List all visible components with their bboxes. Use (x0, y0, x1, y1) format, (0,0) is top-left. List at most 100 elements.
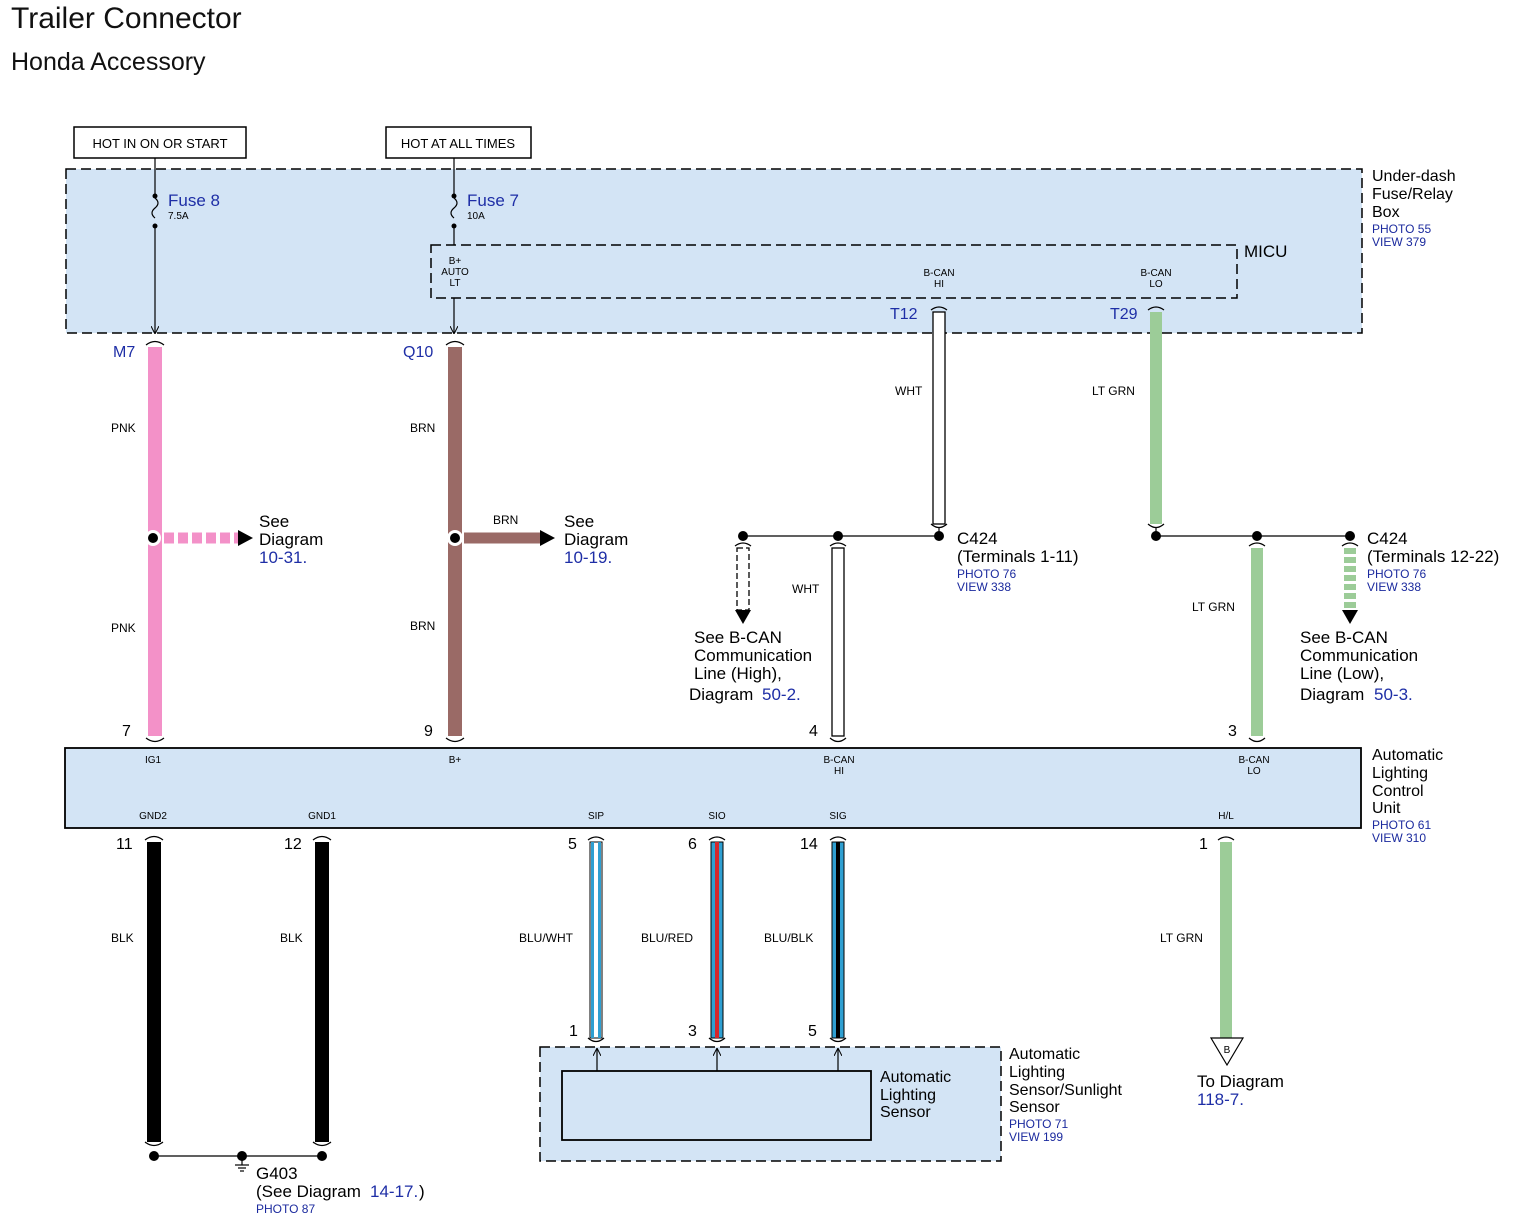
svg-text:PNK: PNK (111, 421, 136, 435)
svg-text:6: 6 (688, 836, 697, 853)
svg-text:Sensor: Sensor (880, 1104, 931, 1121)
wire-ltgrn-bcan-lo: LT GRN LT GRN (1092, 306, 1359, 743)
svg-text:Communication: Communication (694, 646, 812, 665)
svg-text:Sensor/Sunlight: Sensor/Sunlight (1009, 1082, 1123, 1099)
svg-text:PHOTO 76: PHOTO 76 (957, 567, 1016, 581)
svg-text:To Diagram: To Diagram (1197, 1072, 1284, 1091)
svg-text:Lighting: Lighting (1009, 1064, 1065, 1081)
wire-blk-gnd1: BLK (280, 835, 332, 1147)
svg-text:Control: Control (1372, 783, 1424, 800)
ref-bcan-high-50-2[interactable]: See B-CAN Communication Line (High), Dia… (689, 628, 812, 704)
terminal-q10: Q10 (403, 344, 433, 361)
svg-text:WHT: WHT (895, 384, 923, 398)
svg-text:PNK: PNK (111, 621, 136, 635)
svg-text:B+: B+ (449, 755, 462, 766)
svg-text:Diagram: Diagram (689, 685, 753, 704)
svg-text:4: 4 (809, 723, 818, 740)
svg-text:): ) (419, 1182, 425, 1201)
svg-text:BRN: BRN (410, 421, 435, 435)
svg-text:Automatic: Automatic (880, 1069, 951, 1086)
svg-text:10A: 10A (467, 211, 485, 222)
hot-at-all-times-label: HOT AT ALL TIMES (385, 126, 532, 159)
svg-text:B-CAN: B-CAN (1238, 755, 1269, 766)
alcu-top-pins: IG1 B+ B-CAN HI B-CAN LO 7 9 4 3 (122, 723, 1270, 777)
svg-text:Diagram: Diagram (564, 530, 628, 549)
page-title: Trailer Connector (11, 2, 242, 35)
svg-text:Communication: Communication (1300, 646, 1418, 665)
svg-text:HI: HI (834, 766, 844, 777)
fuse-7: Fuse 7 10A (451, 158, 519, 333)
svg-text:LT GRN: LT GRN (1092, 384, 1135, 398)
svg-text:10-19.: 10-19. (564, 548, 612, 567)
svg-text:BLK: BLK (111, 931, 134, 945)
svg-text:BLK: BLK (280, 931, 303, 945)
svg-text:BRN: BRN (493, 513, 518, 527)
svg-text:LO: LO (1247, 766, 1261, 777)
lighting-control-unit-box (64, 747, 1362, 829)
svg-text:B+: B+ (449, 256, 462, 267)
svg-text:PHOTO 87: PHOTO 87 (256, 1202, 315, 1216)
svg-text:1: 1 (1199, 836, 1208, 853)
sensor-inner-box (561, 1070, 872, 1141)
svg-text:Unit: Unit (1372, 800, 1401, 817)
svg-text:7: 7 (122, 723, 131, 740)
svg-text:LT: LT (450, 278, 461, 289)
sensor-inner-label: Automatic Lighting Sensor (880, 1069, 951, 1121)
ref-bcan-low-50-3[interactable]: See B-CAN Communication Line (Low), Diag… (1300, 628, 1418, 704)
svg-text:10-31.: 10-31. (259, 548, 307, 567)
ref-diagram-10-19[interactable]: See Diagram 10-19. (564, 512, 628, 567)
svg-text:VIEW 310: VIEW 310 (1372, 831, 1426, 845)
svg-text:(Terminals 12-22): (Terminals 12-22) (1367, 547, 1499, 566)
svg-text:LT GRN: LT GRN (1192, 600, 1235, 614)
svg-text:11: 11 (116, 836, 133, 853)
svg-text:VIEW 338: VIEW 338 (957, 580, 1011, 594)
svg-text:PHOTO 61: PHOTO 61 (1372, 818, 1431, 832)
svg-text:Box: Box (1372, 204, 1400, 221)
svg-text:Diagram: Diagram (1300, 685, 1364, 704)
wire-wht-bcan-hi: WHT WHT (734, 306, 948, 743)
svg-text:WHT: WHT (792, 582, 820, 596)
svg-text:SIG: SIG (829, 811, 846, 822)
svg-text:Line (Low),: Line (Low), (1300, 664, 1384, 683)
svg-text:Fuse/Relay: Fuse/Relay (1372, 186, 1453, 203)
fuse-box-label: Under-dash Fuse/Relay Box PHOTO 55 VIEW … (1372, 168, 1456, 249)
svg-text:GND2: GND2 (139, 811, 167, 822)
alcu-bottom-pins: GND2 GND1 SIP SIO SIG H/L 11 12 5 6 14 1 (116, 811, 1234, 853)
svg-text:(Terminals 1-11): (Terminals 1-11) (957, 547, 1079, 566)
svg-text:Lighting: Lighting (1372, 765, 1428, 782)
svg-text:Line (High),: Line (High), (694, 664, 782, 683)
to-diagram-118-7[interactable]: To Diagram 118-7. (1197, 1072, 1284, 1109)
terminal-m7: M7 (113, 344, 135, 361)
svg-text:LO: LO (1149, 279, 1163, 290)
svg-text:5: 5 (568, 836, 577, 853)
svg-text:Fuse 7: Fuse 7 (467, 191, 519, 210)
sensor-outer-label: Automatic Lighting Sensor/Sunlight Senso… (1009, 1046, 1123, 1144)
svg-text:GND1: GND1 (308, 811, 336, 822)
svg-text:Lighting: Lighting (880, 1087, 936, 1104)
svg-text:VIEW 379: VIEW 379 (1372, 235, 1426, 249)
svg-text:Diagram: Diagram (259, 530, 323, 549)
ref-diagram-10-31[interactable]: See Diagram 10-31. (259, 512, 323, 567)
svg-text:See: See (564, 512, 594, 531)
svg-text:3: 3 (1228, 723, 1237, 740)
svg-text:1: 1 (569, 1023, 578, 1040)
wire-blu-blk: BLU/BLK (764, 836, 847, 1043)
svg-text:14-17.: 14-17. (370, 1182, 418, 1201)
g403-label: G403 (See Diagram 14-17. ) PHOTO 87 (256, 1164, 425, 1216)
svg-text:AUTO: AUTO (441, 267, 469, 278)
svg-text:12: 12 (284, 836, 302, 853)
svg-text:Fuse 8: Fuse 8 (168, 191, 220, 210)
svg-text:PHOTO 55: PHOTO 55 (1372, 222, 1431, 236)
svg-text:C424: C424 (957, 529, 998, 548)
svg-text:5: 5 (808, 1023, 817, 1040)
svg-text:PHOTO 71: PHOTO 71 (1009, 1117, 1068, 1131)
svg-text:See B-CAN: See B-CAN (694, 628, 782, 647)
svg-text:118-7.: 118-7. (1197, 1090, 1244, 1109)
svg-text:VIEW 338: VIEW 338 (1367, 580, 1421, 594)
svg-text:50-2.: 50-2. (762, 685, 801, 704)
svg-text:B-CAN: B-CAN (823, 755, 854, 766)
svg-text:Sensor: Sensor (1009, 1099, 1060, 1116)
svg-text:VIEW 199: VIEW 199 (1009, 1130, 1063, 1144)
svg-text:B-CAN: B-CAN (1140, 268, 1171, 279)
